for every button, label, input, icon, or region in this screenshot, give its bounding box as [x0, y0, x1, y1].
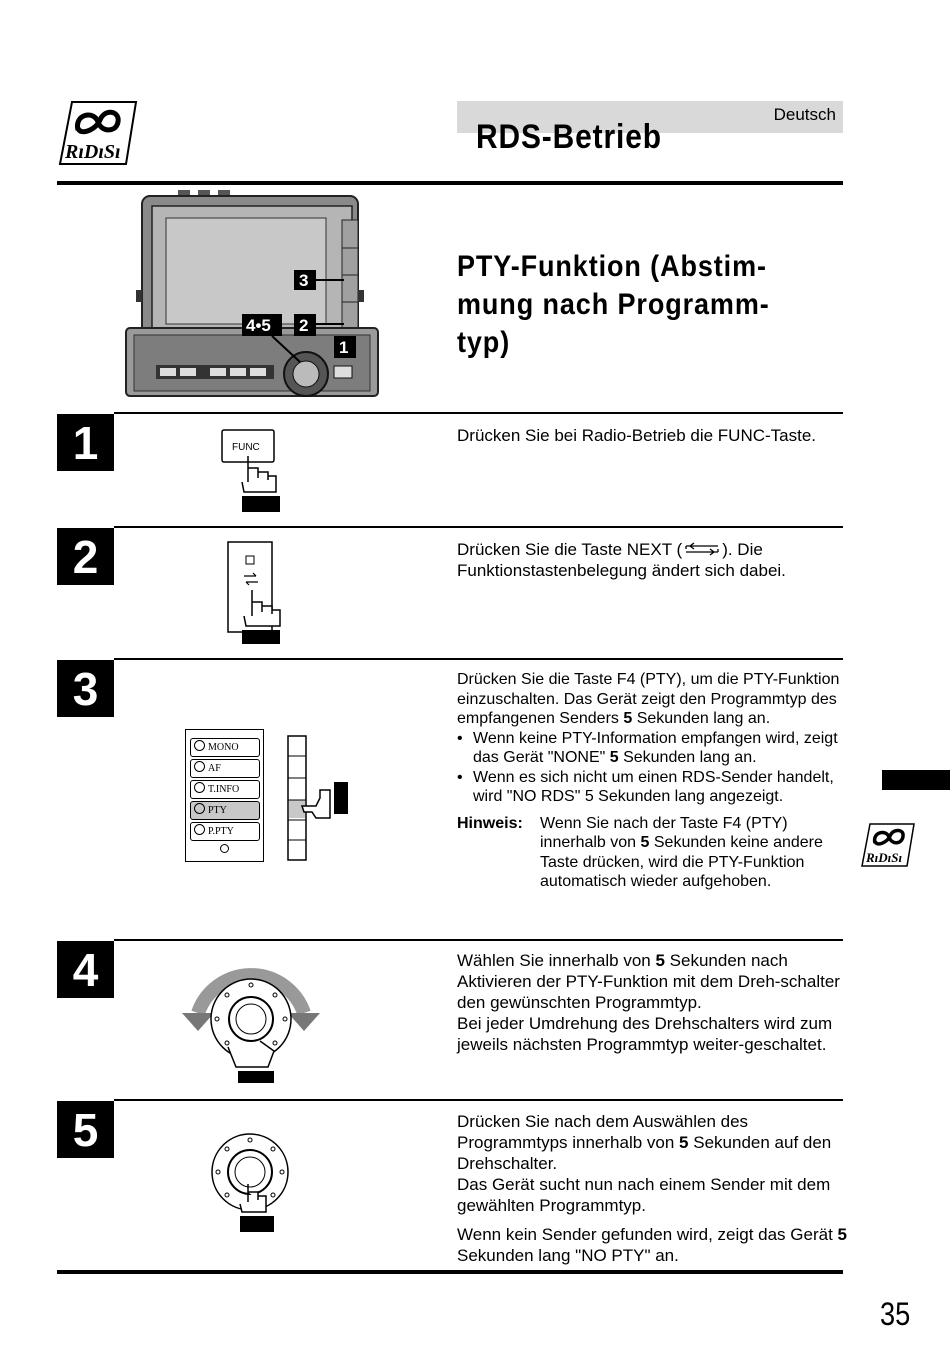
- step-3-number: 3: [57, 660, 114, 717]
- step-4-a: Wählen Sie innerhalb von: [457, 951, 656, 970]
- step-3-bullet-1-a: Wenn keine PTY-Information empfangen wir…: [473, 729, 838, 767]
- panel-button-mono-label: MONO: [208, 742, 239, 753]
- page-title: RDS-Betrieb: [476, 118, 662, 156]
- device-illustration: 3 4•5 2 1: [125, 190, 379, 397]
- callout-3: 3: [299, 271, 308, 290]
- step-2-text-a: Drücken Sie die Taste NEXT (: [457, 540, 683, 559]
- step-4-b: 5: [655, 951, 665, 970]
- language-label: Deutsch: [773, 105, 836, 124]
- step-5-b: 5: [679, 1133, 689, 1152]
- rds-logo-small-icon: RıDıSı: [861, 823, 915, 867]
- step-3-bullet-1-c: Sekunden lang an.: [618, 749, 757, 766]
- step-2-text: Drücken Sie die Taste NEXT (). Die Funkt…: [457, 539, 847, 581]
- step-3-bullet-2-text: Wenn es sich nicht um einen RDS-Sender h…: [473, 768, 834, 806]
- step-5-number: 5: [57, 1101, 114, 1158]
- next-button-press-illustration: [227, 541, 281, 644]
- callout-1: 1: [339, 338, 348, 357]
- step-5-c: Sekunden auf den Drehschalter.: [457, 1133, 832, 1173]
- step-4-number: 4: [57, 941, 114, 998]
- callout-2: 2: [299, 316, 308, 335]
- header-rule: [57, 181, 843, 185]
- hint-label: Hinweis:: [457, 814, 523, 832]
- rotary-knob-press-illustration: [211, 1133, 289, 1232]
- step-5-rule: [114, 1099, 843, 1101]
- step-3-rule: [114, 658, 843, 660]
- step-3-bullet-1: •Wenn keine PTY-Information empfangen wi…: [457, 729, 838, 767]
- step-3-para: Drücken Sie die Taste F4 (PTY), um die P…: [457, 670, 847, 729]
- panel-button-af: AF: [190, 759, 260, 778]
- hint-a: Wenn Sie nach der Taste F4 (PTY) innerha…: [540, 814, 788, 852]
- step-1-text: Drücken Sie bei Radio-Betrieb die FUNC-T…: [457, 426, 817, 445]
- page-number: 35: [880, 1296, 911, 1332]
- step-3-text: Drücken Sie die Taste F4 (PTY), um die P…: [457, 670, 847, 892]
- step-1-rule: [114, 412, 843, 414]
- step-2-number: 2: [57, 528, 114, 585]
- step-3-para-c: Sekunden lang an.: [632, 710, 771, 727]
- step-5-para-1: Drücken Sie nach dem Auswählen des Progr…: [457, 1111, 847, 1174]
- hint-b: 5: [640, 834, 650, 851]
- step-5-text: Drücken Sie nach dem Auswählen des Progr…: [457, 1111, 847, 1266]
- step-5-para-3: Wenn kein Sender gefunden wird, zeigt da…: [457, 1224, 847, 1266]
- step-4-para-1: Wählen Sie innerhalb von 5 Sekunden nach…: [457, 950, 847, 1013]
- f4-button-press-illustration: [287, 735, 348, 861]
- callout-4-5: 4•5: [246, 316, 271, 335]
- step-5-para-2: Das Gerät sucht nun nach einem Sender mi…: [457, 1175, 831, 1215]
- step-3-bullet-2: •Wenn es sich nicht um einen RDS-Sender …: [457, 768, 847, 807]
- language-bar: Deutsch: [457, 101, 843, 133]
- svg-text:RıDıSı: RıDıSı: [64, 141, 121, 163]
- svg-text:RıDıSı: RıDıSı: [865, 850, 903, 865]
- step-3-para-a: Drücken Sie die Taste F4 (PTY), um die P…: [457, 671, 840, 727]
- rotate-right-arrow-icon: [288, 1013, 320, 1031]
- rotary-knob-turn-illustration: [182, 968, 320, 1083]
- section-title-line-3: typ): [457, 326, 511, 359]
- step-5-g: Sekunden lang "NO PTY" an.: [457, 1246, 679, 1265]
- section-title: PTY-Funktion (Abstim- mung nach Programm…: [457, 248, 790, 362]
- panel-button-tinfo: T.INFO: [190, 780, 260, 799]
- func-button-label: FUNC: [232, 442, 260, 453]
- step-5-e: Wenn kein Sender gefunden wird, zeigt da…: [457, 1225, 838, 1244]
- section-title-line-1: PTY-Funktion (Abstim-: [457, 250, 767, 283]
- footer-rule: [57, 1270, 843, 1274]
- step-4-c: Sekunden nach Aktivieren der PTY-Funktio…: [457, 951, 840, 1012]
- panel-button-ppty-label: P.PTY: [208, 826, 234, 837]
- step-2-text-b: ). Die Funktionstastenbelegung ändert si…: [457, 540, 786, 580]
- next-icon: [685, 542, 719, 556]
- next-icon: [244, 572, 258, 586]
- step-4-text: Wählen Sie innerhalb von 5 Sekunden nach…: [457, 950, 847, 1055]
- step-5-a: Drücken Sie nach dem Auswählen des Progr…: [457, 1112, 749, 1152]
- panel-button-ppty: P.PTY: [190, 822, 260, 841]
- rotate-left-arrow-icon: [182, 1013, 214, 1031]
- chapter-tab: [882, 770, 950, 790]
- panel-button-pty-label: PTY: [208, 805, 227, 816]
- step-1-number: 1: [57, 414, 114, 471]
- rds-logo-icon: RıDıSı: [58, 101, 138, 165]
- panel-button-af-label: AF: [208, 763, 221, 774]
- step-3-hint: Hinweis: Wenn Sie nach der Taste F4 (PTY)…: [457, 814, 847, 892]
- panel-button-tinfo-label: T.INFO: [208, 784, 240, 795]
- section-title-line-2: mung nach Programm-: [457, 288, 770, 321]
- function-button-panel: MONO AF T.INFO PTY P.PTY: [185, 729, 264, 862]
- func-button-press-illustration: FUNC: [221, 429, 280, 512]
- step-5-f: 5: [837, 1225, 847, 1244]
- step-2-rule: [114, 526, 843, 528]
- panel-button-pty: PTY: [190, 801, 260, 820]
- step-3-para-b: 5: [623, 710, 633, 727]
- hint-c: Sekunden keine andere Taste drücken, wir…: [540, 834, 823, 890]
- panel-button-mono: MONO: [190, 738, 260, 757]
- indicator-circle: [220, 844, 229, 853]
- step-4-rule: [114, 939, 843, 941]
- step-3-bullet-1-b: 5: [609, 749, 619, 766]
- step-4-para-2: Bei jeder Umdrehung des Drehschalters wi…: [457, 1014, 833, 1054]
